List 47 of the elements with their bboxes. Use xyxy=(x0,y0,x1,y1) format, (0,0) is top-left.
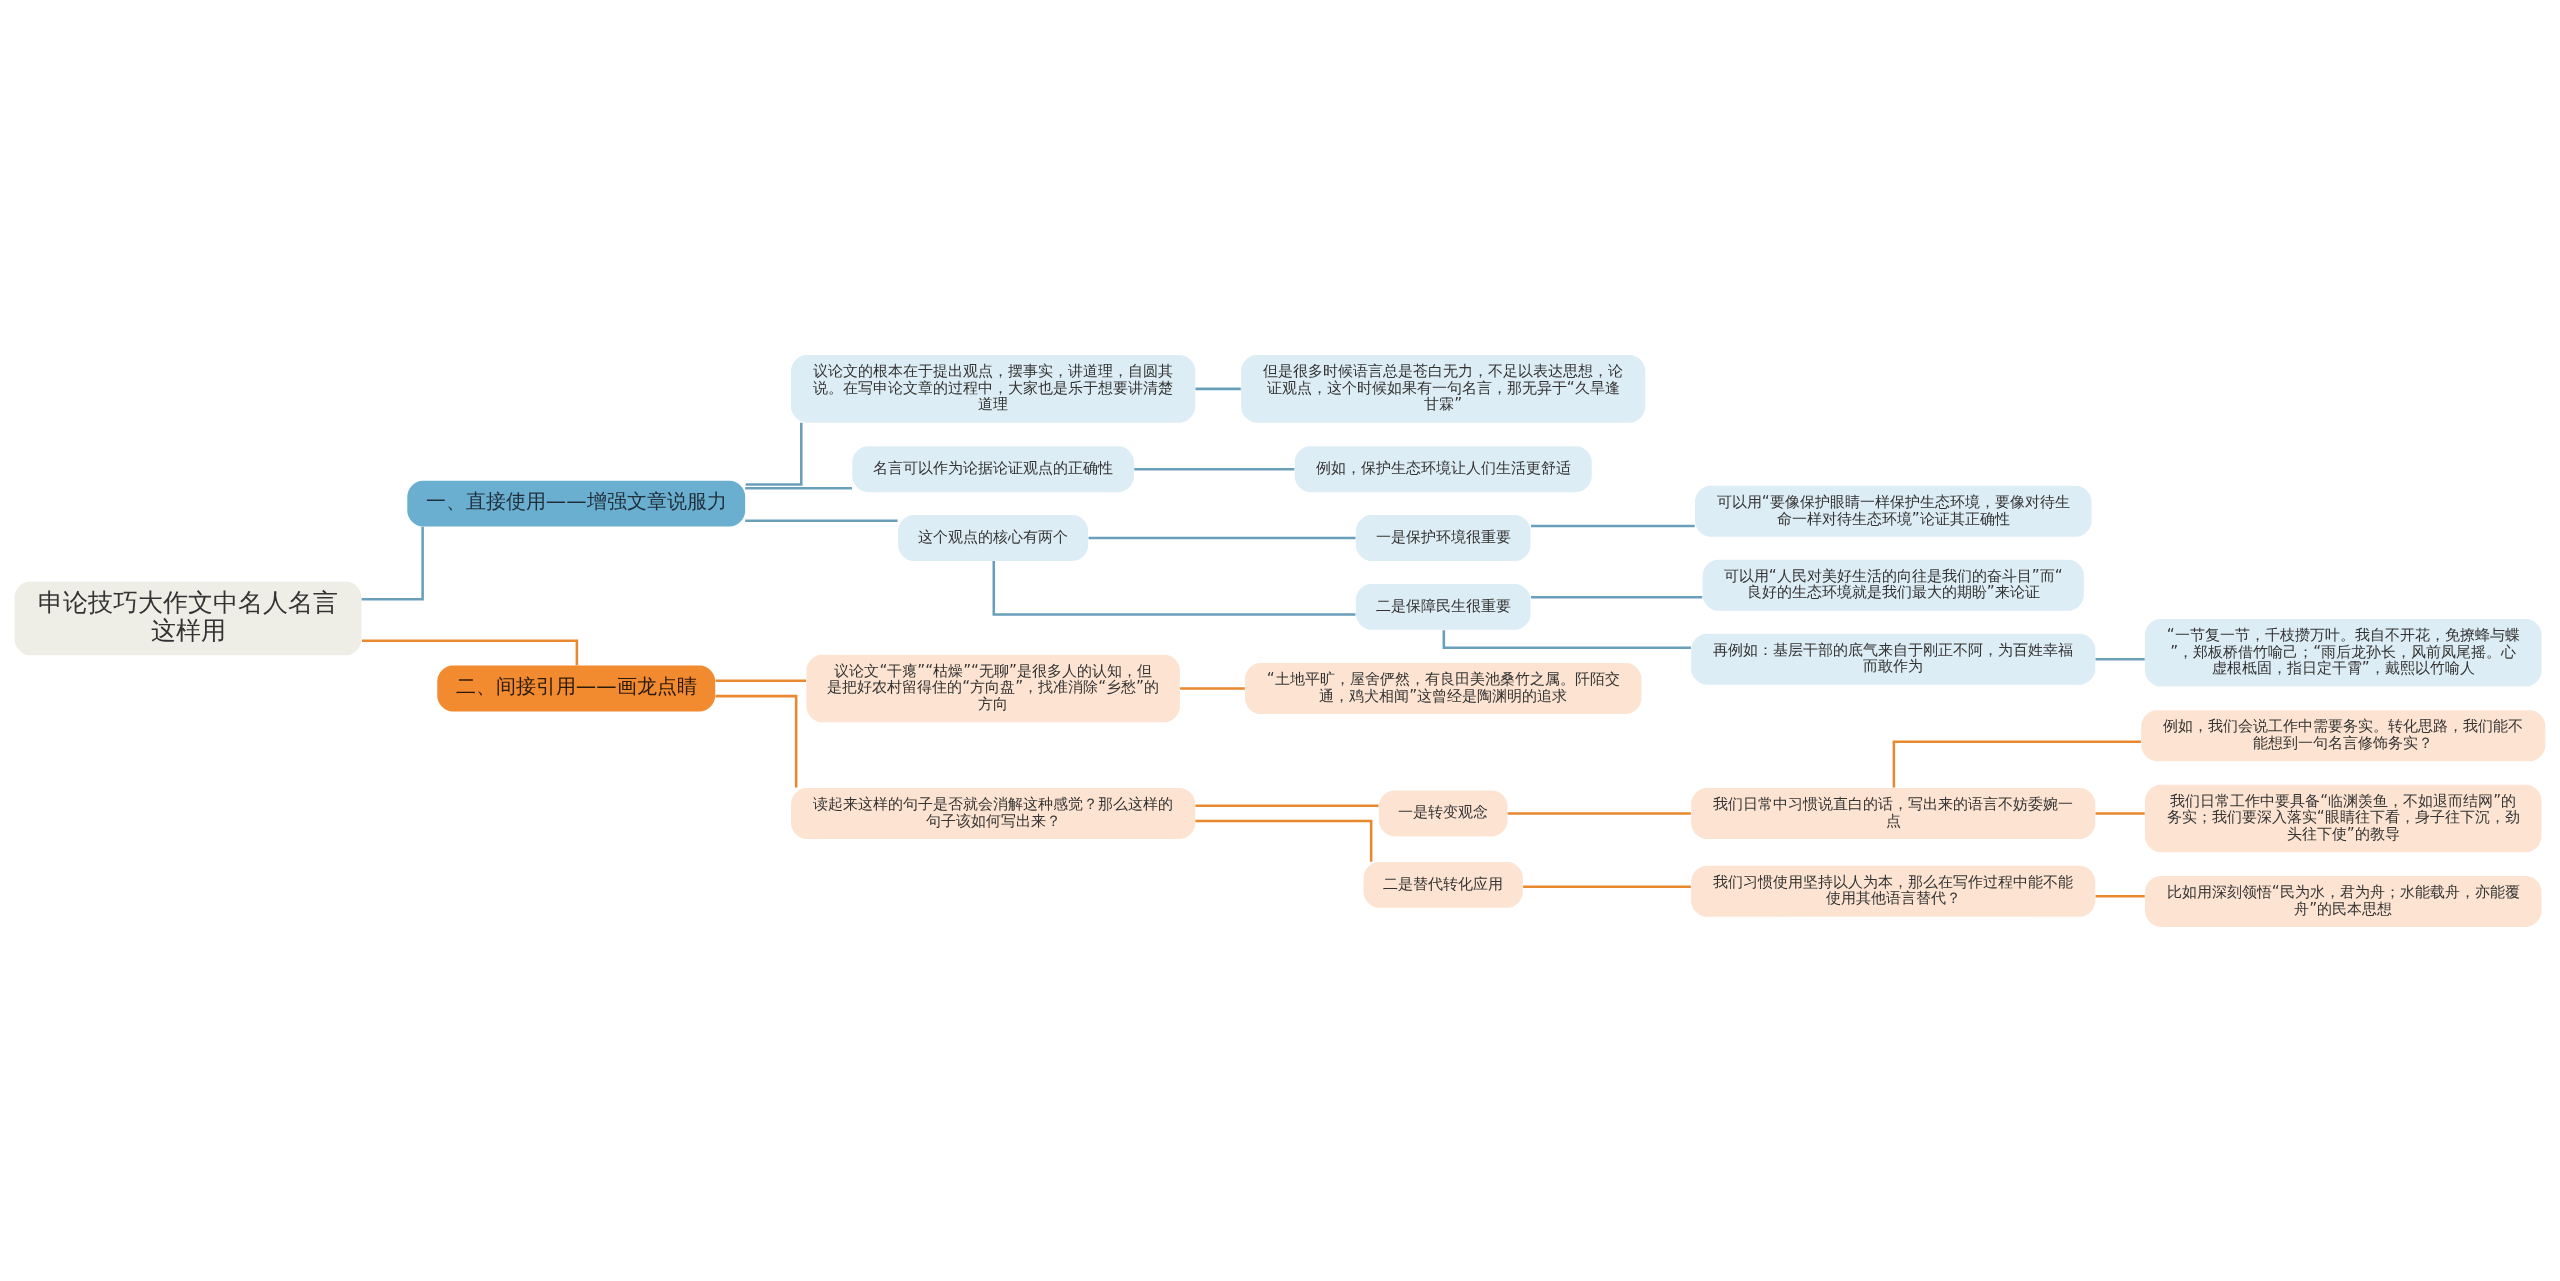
node-box: 可以用“要像保护眼睛一样保护生态环境，要像对待生命一样对待生态环境”论证其正确性 xyxy=(1695,485,2092,537)
connector xyxy=(2095,657,2145,660)
node-box: 一是转变观念 xyxy=(1378,790,1508,836)
node-box: 这个观点的核心有两个 xyxy=(898,514,1089,561)
node-box: 例如，保护生态环境让人们生活更舒适 xyxy=(1294,445,1592,492)
node-box: 我们日常工作中要具备“临渊羡鱼，不如退而结网”的务实；我们要深入落实“眼睛往下看，身子往下沉，劲头往下使”的教导 xyxy=(2145,784,2542,852)
connector xyxy=(715,694,798,787)
connector xyxy=(1523,884,1691,888)
node-box: 例如，我们会说工作中需要务实。转化思路，我们能不能想到一句名言修饰务实？ xyxy=(2141,709,2546,761)
node-box: 但是很多时候语言总是苍白无力，不足以表达思想，论证观点，这个时候如果有一句名言，那无异于“久旱逢甘霖” xyxy=(1241,354,1646,423)
connector xyxy=(715,679,807,682)
connector xyxy=(361,526,424,601)
connector xyxy=(745,422,803,486)
connector xyxy=(1195,819,1373,862)
connector xyxy=(2095,894,2145,898)
node-box: 读起来这样的句子是否就会消解这种感觉？那么这样的句子该如何写出来？ xyxy=(791,787,1196,839)
connector xyxy=(1531,524,1695,527)
node-box: 比如用深刻领悟“民为水，君为舟；水能载舟，亦能覆舟”的民本思想 xyxy=(2145,875,2542,927)
node-box: 我们日常中习惯说直白的话，写出来的语言不妨委婉一点 xyxy=(1691,787,2096,839)
node-box: 二是保障民生很重要 xyxy=(1355,583,1531,630)
node-box: “土地平旷，屋舍俨然，有良田美池桑竹之属。阡陌交通，鸡犬相闻”这曾经是陶渊明的追求 xyxy=(1244,662,1642,714)
connector xyxy=(362,638,579,665)
connector xyxy=(1892,739,2141,788)
node-box: 我们习惯使用坚持以人为本，那么在写作过程中能不能使用其他语言替代？ xyxy=(1691,865,2096,917)
node-box: 名言可以作为论据论证观点的正确性 xyxy=(852,445,1134,492)
connector xyxy=(1531,595,1703,599)
node-box: 一、直接使用——增强文章说服力 xyxy=(407,480,746,527)
connector xyxy=(2095,811,2145,815)
connector xyxy=(1195,804,1379,807)
node-box: 二是替代转化应用 xyxy=(1363,861,1523,908)
connector xyxy=(1180,686,1245,690)
node-box: “一节复一节，千枝攒万叶。我自不开花，免撩蜂与蝶”，郑板桥借竹喻己；“雨后龙孙长，风前凤尾摇。心虚根柢固，指日定干霄”，戴熙以竹喻人 xyxy=(2145,618,2542,687)
connector xyxy=(1088,536,1356,539)
node-box: 再例如：基层干部的底气来自于刚正不阿，为百姓幸福而敢作为 xyxy=(1691,633,2096,685)
node-box: 议论文“干瘪”“枯燥”“无聊”是很多人的认知，但是把好农村留得住的“方向盘”，找准消除“乡愁”的方向 xyxy=(806,654,1180,722)
node-box: 申论技巧大作文中名人名言这样用 xyxy=(14,580,362,655)
node-box: 可以用“人民对美好生活的向往是我们的奋斗目”而“良好的生态环境就是我们最大的期盼”来论证 xyxy=(1702,559,2084,611)
connector xyxy=(1442,629,1691,649)
connector xyxy=(745,519,898,522)
connector xyxy=(1507,811,1691,815)
connector xyxy=(1134,467,1295,470)
connector xyxy=(1195,387,1241,390)
node-box: 议论文的根本在于提出观点，摆事实，讲道理，自圆其说。在写申论文章的过程中，大家也是乐于想要讲清楚道理 xyxy=(791,354,1196,423)
connector xyxy=(745,486,852,490)
node-box: 一是保护环境很重要 xyxy=(1355,514,1531,561)
node-box: 二、间接引用——画龙点睛 xyxy=(437,665,716,711)
connector xyxy=(992,560,1356,616)
